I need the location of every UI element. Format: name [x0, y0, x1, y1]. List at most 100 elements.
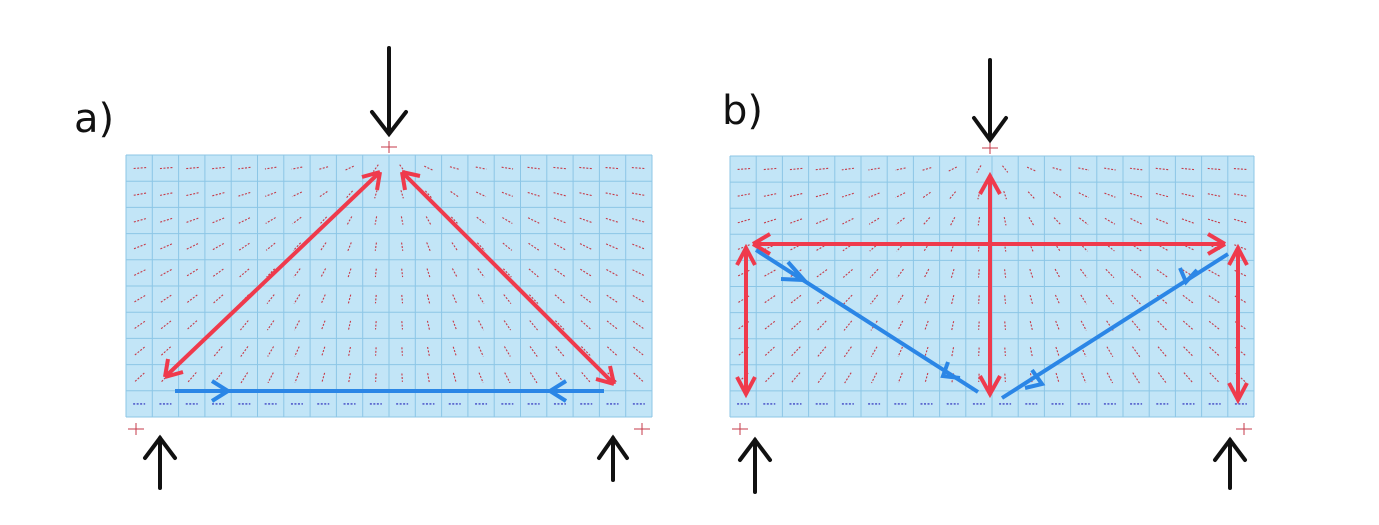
field-a-stress-tick	[292, 216, 302, 225]
field-b-stress-tick	[948, 166, 958, 172]
field-a-stress-tick	[265, 217, 276, 224]
field-a-stress-tick	[319, 216, 328, 225]
field-b-stress-tick	[1055, 372, 1060, 383]
field-b-stress-tick	[788, 167, 803, 171]
field-a-stress-tick	[450, 216, 459, 225]
field-a-stress-tick	[452, 320, 458, 331]
field-a-stress-tick	[374, 321, 377, 330]
mesh-a	[125, 154, 653, 418]
field-a-stress-tick	[159, 320, 172, 331]
field-a-stress-tick	[401, 294, 404, 304]
field-a-stress-tick	[266, 268, 276, 278]
field-b-stress-tick	[790, 372, 801, 384]
support-arrow-a-right	[597, 434, 629, 482]
field-b-stress-tick	[1104, 217, 1116, 225]
field-b-stress-tick	[1183, 372, 1194, 384]
field-b-stress-tick	[1181, 193, 1196, 198]
field-a-stress-tick	[374, 190, 378, 199]
field-b-stress-tick	[762, 218, 777, 224]
field-a-stress-tick	[476, 216, 486, 225]
field-b-stress-tick	[817, 346, 827, 358]
field-a-stress-tick	[158, 166, 173, 170]
field-b-stress-tick	[815, 243, 828, 252]
field-b-stress-tick	[1182, 320, 1195, 331]
field-a-stress-tick	[424, 165, 433, 171]
field-b-stress-tick	[736, 193, 751, 197]
field-b-stress-tick	[1029, 347, 1033, 357]
field-a-stress-tick	[294, 372, 300, 383]
field-a-stress-tick	[320, 320, 326, 331]
field-b-stress-tick	[1026, 166, 1036, 172]
field-a-stress-tick	[321, 346, 326, 357]
field-b-stress-tick	[1181, 167, 1196, 171]
field-a-stress-tick	[347, 268, 352, 278]
field-b-stress-tick	[762, 167, 777, 171]
field-a-stress-tick	[293, 268, 301, 278]
field-b-stress-tick	[1157, 346, 1167, 358]
field-a-stress-tick	[186, 320, 198, 331]
field-a-stress-tick	[185, 217, 199, 224]
field-a-stress-tick	[605, 166, 620, 170]
field-b-stress-tick	[1156, 218, 1169, 225]
tie-b-left	[754, 248, 980, 394]
field-b-stress-tick	[762, 193, 777, 198]
field-a-stress-tick	[133, 372, 145, 383]
field-b-stress-tick	[1004, 373, 1006, 383]
field-a-stress-tick	[502, 242, 513, 251]
field-a-stress-tick	[633, 372, 645, 383]
field-b-stress-tick	[1155, 192, 1169, 198]
panel-b: b)	[722, 58, 1255, 494]
field-a-stress-tick	[478, 320, 485, 331]
field-a-stress-tick	[399, 164, 406, 172]
strut-a-right	[400, 170, 616, 386]
field-a-stress-tick	[211, 192, 225, 197]
field-a-stress-tick	[211, 166, 225, 170]
field-b-stress-tick	[1055, 346, 1060, 357]
field-b-stress-tick	[1181, 218, 1196, 225]
field-a-stress-tick	[346, 216, 353, 225]
support-arrow-a-left	[143, 434, 177, 490]
field-a-stress-tick	[185, 243, 199, 251]
field-b-stress-tick	[1028, 216, 1035, 226]
tie-a-bottom	[175, 379, 604, 403]
field-b-stress-tick	[815, 167, 829, 171]
field-b-stress-tick	[1029, 294, 1034, 305]
field-b-stress-tick	[924, 372, 929, 383]
field-a-stress-tick	[184, 192, 199, 197]
panel-a-label: a)	[74, 96, 114, 142]
field-b-stress-tick	[1208, 320, 1221, 331]
field-a-stress-tick	[554, 320, 565, 331]
field-b-stress-tick	[1003, 190, 1007, 200]
field-a-stress-tick	[478, 372, 484, 383]
field-a-stress-tick	[159, 294, 172, 304]
field-a-stress-tick	[605, 243, 620, 250]
field-a-stress-tick	[265, 242, 276, 251]
field-a-stress-tick	[425, 216, 432, 225]
field-b-stress-tick	[1104, 167, 1116, 171]
field-b-stress-tick	[897, 320, 904, 331]
field-a-stress-tick	[185, 268, 198, 278]
field-b-stress-tick	[1208, 295, 1221, 304]
field-b-stress-tick	[1027, 191, 1035, 199]
field-a-stress-tick	[451, 268, 458, 278]
field-a-stress-tick	[605, 217, 620, 224]
strut-b-right	[1227, 243, 1249, 405]
field-b-stress-tick	[978, 321, 980, 330]
field-a-stress-tick	[632, 243, 646, 250]
field-b-stress-tick	[1234, 269, 1248, 278]
field-a-stress-tick	[426, 294, 431, 304]
field-a-stress-tick	[320, 268, 327, 278]
field-a-stress-tick	[580, 268, 593, 278]
field-b-stress-tick	[1207, 193, 1222, 198]
field-a-stress-tick	[553, 166, 567, 170]
support-arrow-b-left	[738, 436, 772, 494]
field-b-stress-tick	[815, 218, 828, 225]
field-a-stress-tick	[501, 191, 513, 197]
field-a-stress-tick	[450, 191, 460, 198]
field-a-stress-tick	[132, 269, 146, 277]
field-a-stress-tick	[346, 190, 354, 199]
field-b-stress-tick	[1029, 268, 1034, 279]
field-a-stress-tick	[475, 166, 487, 170]
field-b-stress-tick	[870, 294, 879, 305]
field-b-stress-tick	[788, 193, 803, 198]
